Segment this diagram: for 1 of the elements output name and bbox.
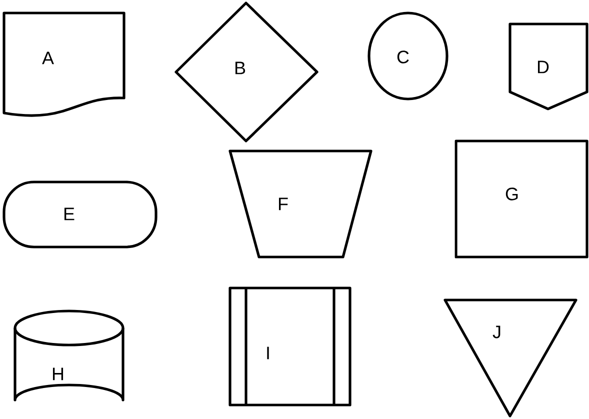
node-label: H bbox=[52, 368, 64, 380]
